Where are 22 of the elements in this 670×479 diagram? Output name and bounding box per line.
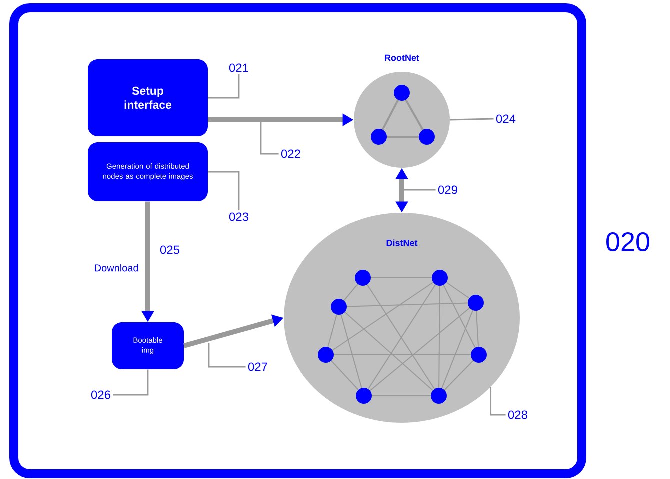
- leader-line: [208, 171, 240, 211]
- leader-line: [208, 343, 246, 368]
- leader-line: [208, 74, 240, 99]
- callout-number: 022: [281, 150, 300, 158]
- callout-number: 023: [229, 212, 248, 222]
- callout-number: 028: [508, 410, 528, 420]
- callout-number: 027: [248, 362, 268, 372]
- network-title: DistNet: [386, 240, 418, 246]
- callout-number: 021: [229, 64, 248, 72]
- edge-label: Download: [93, 263, 140, 273]
- leader-line: [450, 118, 494, 121]
- callout-number: 029: [438, 186, 458, 194]
- callout-number: 025: [160, 246, 180, 254]
- leader-line: [260, 121, 279, 155]
- callout-number: 026: [91, 390, 110, 400]
- leader-line: [403, 189, 436, 191]
- network-title: RootNet: [385, 54, 420, 62]
- leader-line: [490, 387, 506, 416]
- leader-line: [113, 370, 149, 396]
- process-box: Setup interface: [88, 60, 208, 136]
- callout-number: 020: [606, 232, 650, 252]
- callout-number: 024: [496, 114, 516, 124]
